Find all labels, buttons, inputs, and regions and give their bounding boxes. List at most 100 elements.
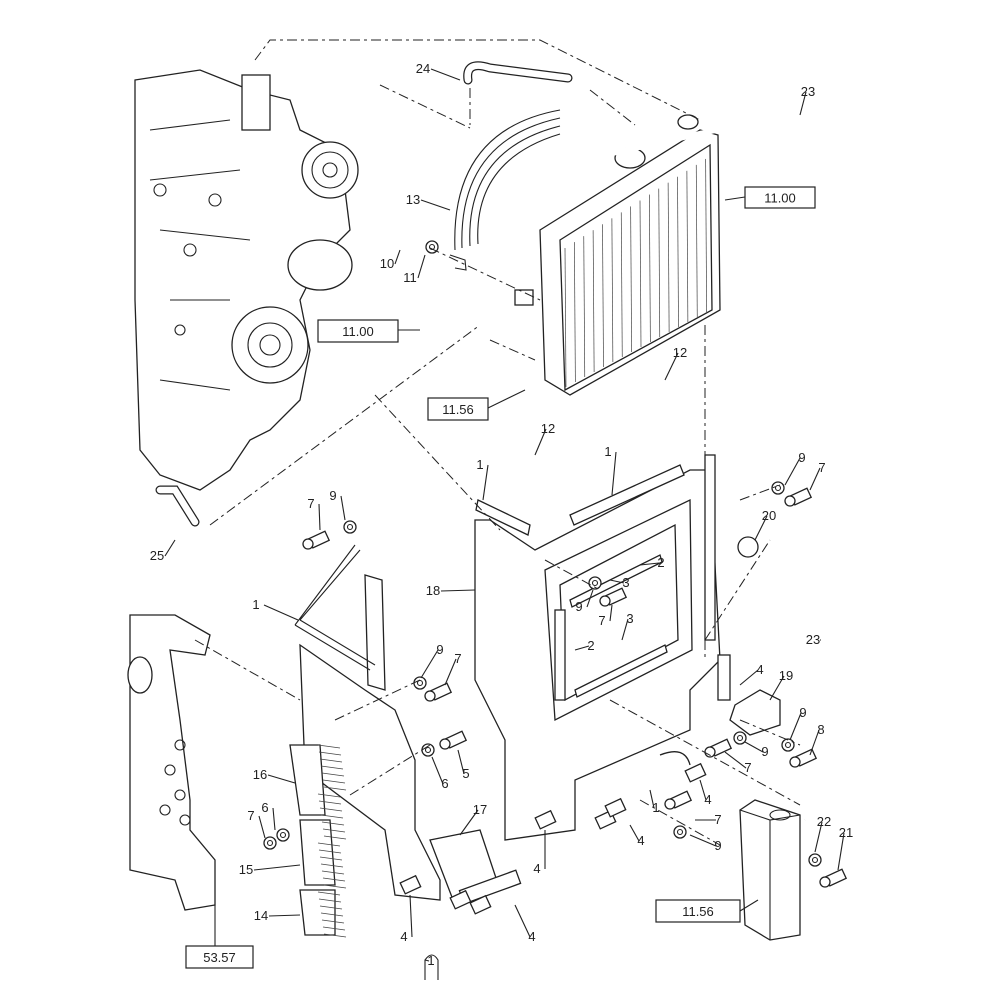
part-callout[interactable]: 7 bbox=[724, 751, 752, 775]
reference-box-frame bbox=[317, 319, 399, 343]
part-number-label: 19 bbox=[779, 668, 793, 683]
leader-line bbox=[837, 832, 845, 871]
part-callout[interactable]: 4 bbox=[629, 824, 645, 848]
part-callout[interactable]: 16 bbox=[253, 767, 296, 784]
part-number-label: 7 bbox=[744, 760, 751, 775]
part-callout[interactable]: 7 bbox=[247, 808, 266, 839]
part-callout[interactable]: 3 bbox=[621, 611, 634, 641]
part-callout[interactable]: 18 bbox=[426, 583, 476, 598]
reference-label: 11.56 bbox=[442, 402, 474, 417]
part-callout[interactable]: 24 bbox=[416, 61, 461, 81]
part-callout[interactable]: 6 bbox=[431, 756, 449, 791]
leader-line bbox=[574, 645, 590, 651]
leader-line bbox=[814, 821, 823, 853]
part-callout[interactable]: 4 bbox=[739, 662, 764, 686]
part-callout[interactable]: 9 bbox=[329, 488, 346, 521]
left-baffle bbox=[294, 544, 522, 906]
part-callout[interactable]: 20 bbox=[754, 508, 776, 541]
brush-seals bbox=[289, 744, 347, 938]
part-number-label: 1 bbox=[427, 953, 434, 968]
part-callout[interactable]: 1 bbox=[252, 597, 299, 621]
part-callout[interactable]: 10 bbox=[380, 249, 401, 271]
part-callout[interactable]: 14 bbox=[254, 908, 301, 923]
part-number-label: 11 bbox=[403, 270, 417, 285]
part-callout[interactable]: 8 bbox=[809, 722, 825, 756]
part-number-label: 25 bbox=[150, 548, 164, 563]
part-number-label: 3 bbox=[626, 611, 633, 626]
part-callout[interactable]: 2 bbox=[574, 638, 595, 653]
hoses bbox=[463, 61, 825, 823]
part-number-label: 22 bbox=[817, 814, 831, 829]
leader-line bbox=[784, 457, 801, 486]
part-callout[interactable]: 1 bbox=[649, 789, 660, 815]
part-callout[interactable]: 9 bbox=[784, 450, 806, 486]
reference-label: 11.00 bbox=[764, 191, 796, 206]
center-baffle-frame bbox=[474, 454, 731, 841]
part-callout[interactable]: 23 bbox=[806, 632, 821, 647]
reference-box-frame bbox=[427, 397, 489, 421]
reference-label: 11.00 bbox=[342, 324, 374, 339]
part-callout[interactable]: 4 bbox=[699, 779, 712, 807]
part-callout[interactable]: 7 bbox=[809, 460, 826, 491]
part-callout[interactable]: 13 bbox=[406, 192, 451, 211]
part-number-label: 17 bbox=[473, 802, 487, 817]
part-number-label: 7 bbox=[247, 808, 254, 823]
part-callout[interactable]: 22 bbox=[814, 814, 831, 853]
part-number-label: 10 bbox=[380, 256, 394, 271]
part-callout[interactable]: 2 bbox=[639, 555, 665, 570]
chassis-frame bbox=[127, 614, 216, 911]
part-callout[interactable]: 1 bbox=[476, 457, 489, 501]
part-number-label: 4 bbox=[704, 792, 711, 807]
part-callout[interactable]: 7 bbox=[307, 496, 321, 531]
assembly-lines bbox=[194, 39, 801, 846]
part-callout[interactable]: 4 bbox=[514, 904, 536, 944]
part-callout[interactable]: 25 bbox=[150, 539, 176, 563]
leader-line bbox=[424, 959, 430, 962]
part-callout[interactable]: 4 bbox=[400, 894, 413, 944]
leader-line bbox=[724, 751, 747, 769]
reference-box[interactable]: 53.57 bbox=[185, 905, 254, 969]
part-callout[interactable]: 9 bbox=[420, 642, 444, 679]
part-callout[interactable]: 5 bbox=[457, 749, 470, 781]
reference-box[interactable]: 11.56 bbox=[655, 899, 759, 923]
part-callout[interactable]: 23 bbox=[799, 84, 815, 116]
part-callout[interactable]: 7 bbox=[598, 604, 613, 628]
reference-box[interactable]: 11.00 bbox=[317, 319, 420, 343]
part-callout[interactable]: 11 bbox=[403, 254, 426, 285]
part-callout[interactable]: 1 bbox=[424, 953, 435, 968]
part-callout[interactable]: 17 bbox=[459, 802, 487, 836]
part-callout[interactable]: 9 bbox=[744, 741, 769, 759]
reference-box-frame bbox=[744, 186, 816, 209]
part-callout[interactable]: 15 bbox=[239, 862, 301, 877]
leader-line bbox=[609, 579, 625, 584]
reference-box[interactable]: 11.00 bbox=[724, 186, 816, 209]
part-callout[interactable]: 7 bbox=[695, 812, 722, 827]
part-callout[interactable]: 19 bbox=[769, 668, 793, 701]
leader-line bbox=[459, 809, 479, 836]
part-number-label: 18 bbox=[426, 583, 440, 598]
part-callout[interactable]: 9 bbox=[575, 589, 594, 614]
leader-line bbox=[649, 789, 655, 809]
part-callout[interactable]: 12 bbox=[534, 421, 555, 456]
leader-line bbox=[267, 774, 296, 784]
part-callout[interactable]: 4 bbox=[533, 830, 546, 876]
reference-box[interactable]: 11.56 bbox=[427, 389, 526, 421]
part-callout[interactable]: 3 bbox=[609, 575, 630, 590]
part-callout[interactable]: 21 bbox=[837, 825, 853, 871]
part-number-label: 9 bbox=[575, 599, 582, 614]
part-callout[interactable]: 9 bbox=[689, 834, 722, 853]
part-number-label: 4 bbox=[756, 662, 763, 677]
part-callout[interactable]: 1 bbox=[604, 444, 617, 496]
part-callout[interactable]: 12 bbox=[664, 345, 687, 381]
leader-line bbox=[739, 669, 759, 686]
leader-line bbox=[487, 389, 526, 409]
part-callout[interactable]: 6 bbox=[261, 800, 276, 831]
part-callout[interactable]: 9 bbox=[789, 705, 807, 741]
leader-line bbox=[664, 352, 679, 381]
part-callout[interactable]: 7 bbox=[444, 651, 462, 686]
part-number-label: 15 bbox=[239, 862, 253, 877]
leader-line bbox=[444, 658, 457, 686]
leader-line bbox=[440, 589, 476, 592]
leader-line bbox=[739, 899, 759, 912]
